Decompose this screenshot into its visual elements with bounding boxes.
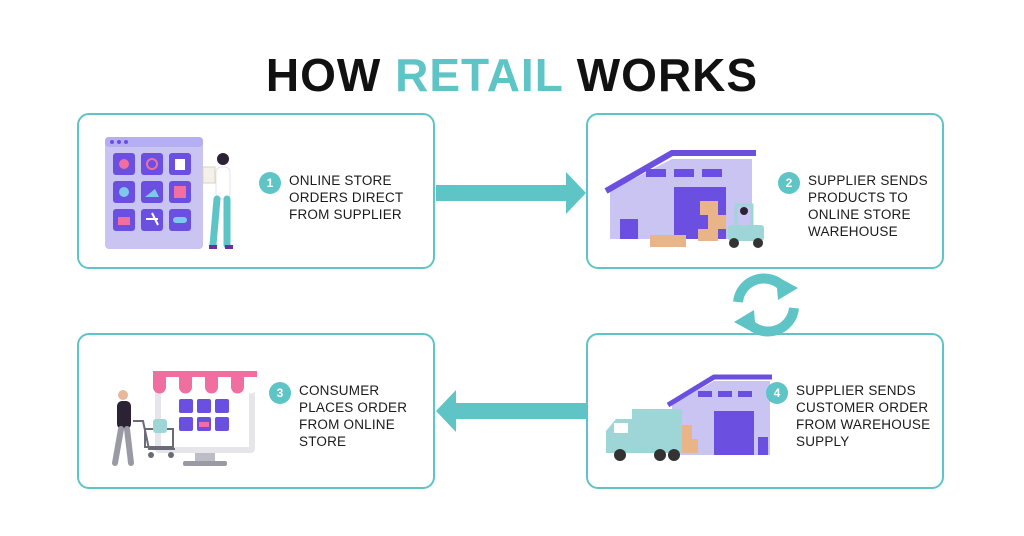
online-store-illustration (105, 137, 233, 249)
shopper-cart-illustration (112, 371, 257, 466)
step-card-2: 2 SUPPLIER SENDS PRODUCTS TO ONLINE STOR… (586, 113, 944, 269)
arrow-right-connector (436, 172, 586, 214)
warehouse-forklift-illustration (604, 150, 764, 248)
arrow-left-connector (436, 390, 586, 432)
delivery-truck-illustration (606, 374, 772, 461)
step-text: CONSUMER PLACES ORDER FROM ONLINE STORE (299, 383, 408, 449)
step-4: 4 SUPPLIER SENDS CUSTOMER ORDER FROM WAR… (766, 382, 930, 450)
step-3: 3 CONSUMER PLACES ORDER FROM ONLINE STOR… (269, 382, 407, 450)
title-highlight: RETAIL (395, 49, 563, 101)
title-suffix: WORKS (576, 49, 759, 101)
cycle-arrows-icon (733, 273, 799, 337)
page-title: HOW RETAIL WORKS (0, 48, 1024, 102)
step-2: 2 SUPPLIER SENDS PRODUCTS TO ONLINE STOR… (778, 172, 928, 240)
step-text: SUPPLIER SENDS PRODUCTS TO ONLINE STORE … (808, 173, 928, 239)
step-number-badge: 1 (259, 172, 281, 194)
step-number-badge: 3 (269, 382, 291, 404)
title-prefix: HOW (265, 49, 382, 101)
step-number-badge: 4 (766, 382, 788, 404)
step-card-1: 1 ONLINE STORE ORDERS DIRECT FROM SUPPLI… (77, 113, 435, 269)
step-card-3: 3 CONSUMER PLACES ORDER FROM ONLINE STOR… (77, 333, 435, 489)
step-number-badge: 2 (778, 172, 800, 194)
step-text: ONLINE STORE ORDERS DIRECT FROM SUPPLIER (289, 173, 404, 222)
step-card-4: 4 SUPPLIER SENDS CUSTOMER ORDER FROM WAR… (586, 333, 944, 489)
step-text: SUPPLIER SENDS CUSTOMER ORDER FROM WAREH… (796, 383, 931, 449)
step-1: 1 ONLINE STORE ORDERS DIRECT FROM SUPPLI… (259, 172, 403, 223)
